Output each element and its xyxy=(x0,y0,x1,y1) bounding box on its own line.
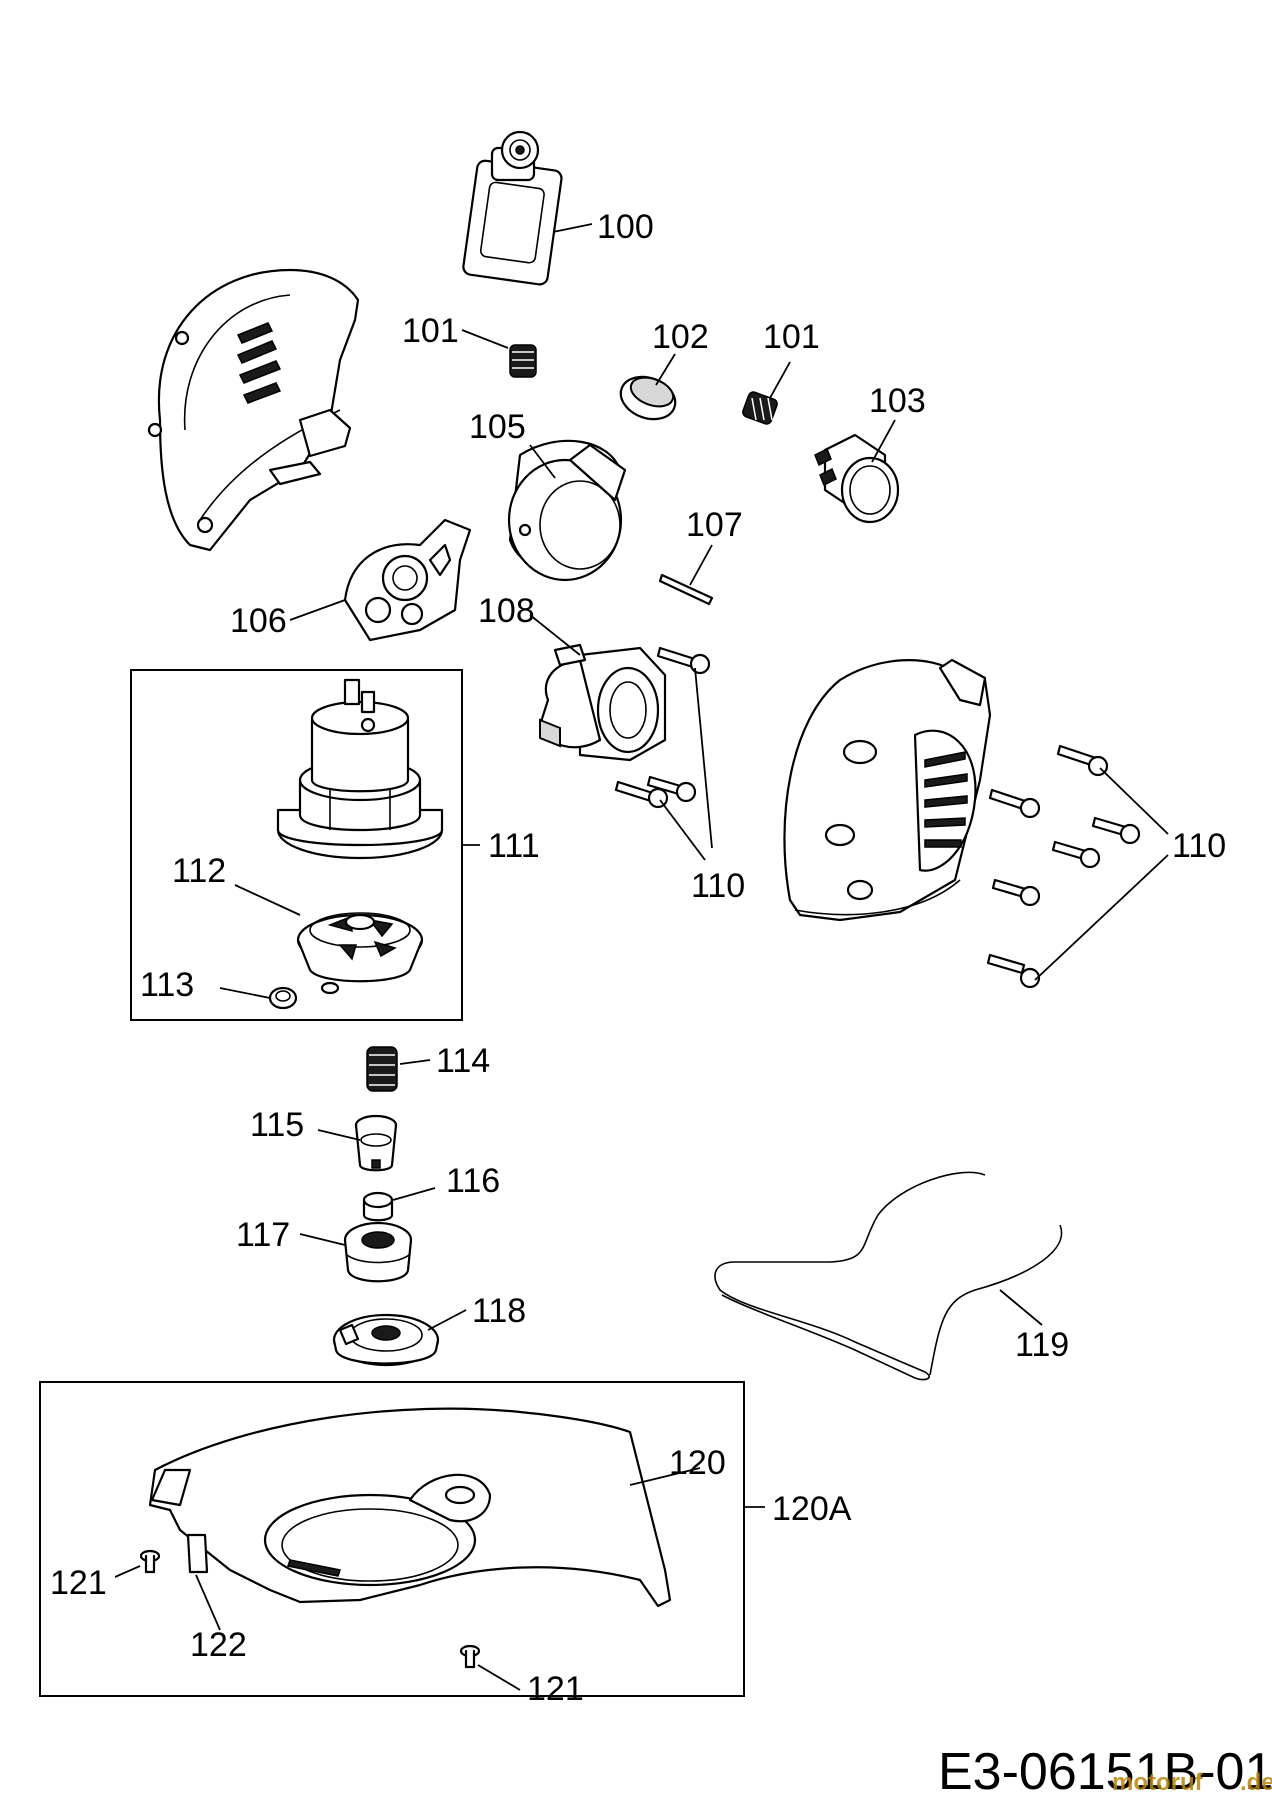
rear-housing-vent-slots xyxy=(236,322,282,404)
label-110-left: 110 xyxy=(691,867,745,905)
label-115: 115 xyxy=(250,1106,304,1144)
part-121-screw-left xyxy=(139,1549,161,1574)
part-107-pin xyxy=(658,573,714,606)
part-101-spring-left xyxy=(509,344,537,378)
label-119: 119 xyxy=(1015,1326,1069,1364)
label-100: 100 xyxy=(597,208,654,246)
label-121-left: 121 xyxy=(50,1564,107,1602)
part-105-handle-collar xyxy=(507,439,627,582)
document-code: E3-06151B-01 xyxy=(938,1743,1272,1800)
front-housing xyxy=(783,658,992,922)
part-115-shaft xyxy=(354,1114,398,1172)
leader-lines xyxy=(114,223,1169,1691)
label-106: 106 xyxy=(230,602,287,640)
part-117-bushing xyxy=(343,1221,413,1283)
part-103-switch-button xyxy=(814,433,900,524)
part-102-button-cap xyxy=(619,375,677,421)
motor-assembly-box xyxy=(130,669,463,1021)
part-113-nut xyxy=(268,986,298,1010)
label-102: 102 xyxy=(652,318,709,356)
label-118: 118 xyxy=(472,1292,526,1330)
part-108-gear-head xyxy=(538,643,667,762)
watermark-text: motoruf xyxy=(1112,1769,1204,1796)
part-118-spool-plate xyxy=(332,1313,440,1367)
label-110-right: 110 xyxy=(1172,827,1226,865)
label-103: 103 xyxy=(869,382,926,420)
label-120: 120 xyxy=(669,1444,726,1482)
rear-motor-housing xyxy=(147,268,360,552)
part-110-screws-left xyxy=(614,646,711,809)
label-116: 116 xyxy=(446,1162,500,1200)
part-110-screws-right xyxy=(986,744,1141,989)
part-116-nut xyxy=(362,1191,394,1222)
label-111: 111 xyxy=(488,827,540,865)
label-120A: 120A xyxy=(772,1490,852,1528)
part-120-guard xyxy=(148,1407,672,1608)
part-112-fan xyxy=(296,912,424,995)
part-111-motor xyxy=(276,678,444,860)
part-122-label xyxy=(186,1533,209,1574)
part-100-switch-frame xyxy=(462,130,563,286)
label-121-bottom: 121 xyxy=(527,1670,584,1708)
part-labels: 100 101 102 101 103 105 107 106 108 111 … xyxy=(50,208,1226,1708)
part-114-spring xyxy=(366,1046,398,1092)
label-113: 113 xyxy=(140,966,194,1004)
part-106-motor-bracket xyxy=(343,518,472,642)
part-101-spring-right xyxy=(742,391,778,425)
watermark-suffix: .de xyxy=(1240,1769,1272,1796)
part-121-screw-bottom xyxy=(459,1644,481,1669)
label-117: 117 xyxy=(236,1216,290,1254)
part-119-wire-guard xyxy=(714,1171,1063,1381)
label-101-right: 101 xyxy=(763,318,820,356)
label-114: 114 xyxy=(436,1042,490,1080)
front-housing-vent-grille xyxy=(913,729,977,872)
label-108: 108 xyxy=(478,592,535,630)
label-107: 107 xyxy=(686,506,743,544)
label-122: 122 xyxy=(190,1626,247,1664)
label-112: 112 xyxy=(172,852,226,890)
label-101-left: 101 xyxy=(402,312,459,350)
label-105: 105 xyxy=(469,408,526,446)
watermark-logo: motoruf .de xyxy=(1112,1769,1272,1796)
guard-assembly-box xyxy=(39,1381,745,1697)
